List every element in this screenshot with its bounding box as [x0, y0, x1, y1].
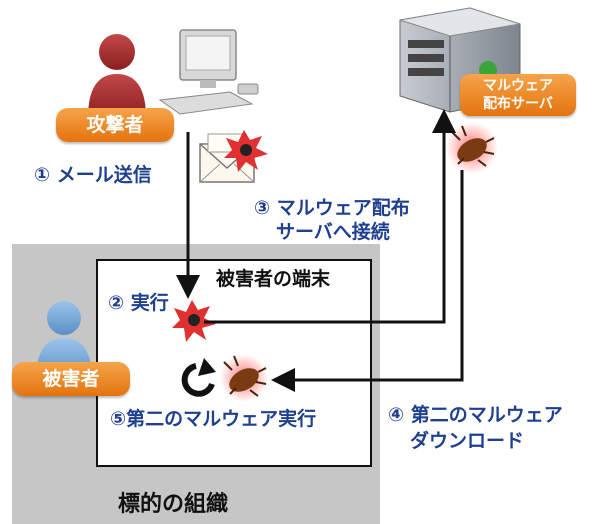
attacker-icon: [88, 34, 146, 118]
step3-label-line2: サーバへ接続: [276, 221, 390, 243]
server-label: マルウェア 配布サーバ: [460, 74, 576, 116]
step4-label: ④ 第二のマルウェア ダウンロード: [388, 402, 563, 454]
step4-label-line2: ダウンロード: [410, 430, 525, 452]
malware-bug-icon-terminal: [220, 354, 268, 402]
arrow-connect-server: [204, 109, 456, 324]
step3-label-line1: ③ マルウェア配布: [254, 197, 410, 219]
arrow-download-malware: [271, 170, 464, 392]
step4-label-line1: ④ 第二のマルウェア: [388, 404, 563, 426]
attacker-label: 攻撃者: [56, 108, 174, 142]
step3-label: ③ マルウェア配布 サーバへ接続: [254, 196, 410, 244]
victim-label: 被害者: [12, 362, 130, 396]
terminal-title: 被害者の端末: [216, 268, 331, 290]
malware-bug-icon-server: [446, 122, 498, 174]
computer-icon: [158, 29, 259, 115]
step1-label: ① メール送信: [34, 164, 152, 186]
organization-label: 標的の組織: [118, 492, 229, 517]
server-label-line2: 配布サーバ: [483, 96, 553, 112]
malware-burst-icon-terminal: [172, 300, 216, 342]
malware-burst-icon-email: [224, 130, 268, 172]
server-label-line1: マルウェア: [483, 78, 553, 94]
step5-label: ⑤第二のマルウェア実行: [110, 408, 317, 430]
step2-label: ② 実行: [108, 292, 169, 314]
reload-icon: [181, 358, 216, 397]
